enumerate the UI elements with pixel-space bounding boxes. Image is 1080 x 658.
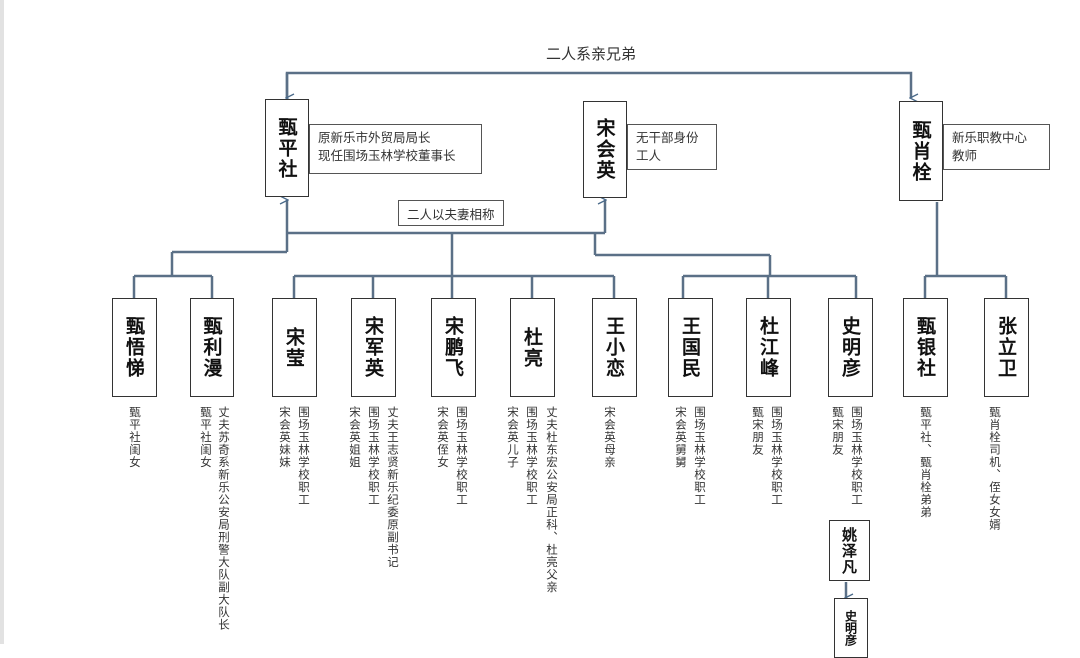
- page-edge: [0, 0, 4, 644]
- person-name: 甄肖栓: [909, 119, 932, 183]
- note: 围场玉林学校职工: [455, 406, 469, 506]
- note: 甄平社闺女: [199, 406, 213, 469]
- note: 甄平社、甄肖栓弟弟: [919, 406, 933, 519]
- info-line: 无干部身份: [636, 130, 699, 145]
- note: 围场玉林学校职工: [297, 406, 311, 506]
- note: 丈夫杜东宏公安局正科、杜亮父亲: [545, 406, 559, 594]
- child-box: 张立卫: [984, 298, 1029, 397]
- connector-lines: [132, 71, 1008, 644]
- child-name: 甄利漫: [200, 316, 223, 379]
- child-name: 宋鹏飞: [442, 316, 464, 379]
- child-name: 甄银社: [914, 316, 936, 379]
- person-name: 宋会英: [593, 118, 616, 181]
- person-zhen-xiao-shuan: 甄肖栓: [899, 101, 943, 201]
- info-zhen-ping-she: 原新乐市外贸局局长 现任围场玉林学校董事长: [309, 124, 482, 174]
- note: 丈夫王志贤新乐纪委原副书记: [386, 406, 400, 569]
- child-name: 甄悟悌: [123, 316, 145, 379]
- child-box: 甄悟悌: [112, 298, 157, 397]
- child-box: 甄银社: [903, 298, 948, 397]
- info-song-hui-ying: 无干部身份 工人: [627, 124, 717, 170]
- note: 宋会英姐姐: [348, 406, 362, 469]
- child-name: 杜亮: [521, 326, 543, 369]
- child-box: 甄利漫: [190, 298, 234, 397]
- child-box: 史明彦: [828, 298, 873, 397]
- brothers-label: 二人系亲兄弟: [546, 45, 637, 63]
- child-name: 宋莹: [283, 326, 305, 369]
- note: 宋会英侄女: [436, 406, 450, 469]
- sub-name: 姚泽凡: [840, 526, 858, 575]
- note: 甄宋朋友: [751, 406, 765, 456]
- note: 围场玉林学校职工: [770, 406, 784, 506]
- sub-name: 史明彦: [843, 610, 858, 646]
- child-box: 宋鹏飞: [431, 298, 476, 397]
- child-name: 王国民: [679, 316, 701, 379]
- child-box: 宋军英: [351, 298, 396, 397]
- info-line: 新乐职教中心: [952, 130, 1028, 145]
- note: 甄平社闺女: [128, 406, 142, 469]
- child-name: 杜江峰: [757, 316, 779, 379]
- child-box: 宋莹: [272, 298, 317, 397]
- info-line: 现任围场玉林学校董事长: [318, 148, 456, 163]
- child-name: 宋军英: [362, 316, 384, 379]
- note: 宋会英妹妹: [278, 406, 292, 469]
- note: 宋会英母亲: [603, 406, 617, 469]
- note: 甄肖栓司机、侄女女婿: [988, 406, 1002, 531]
- note: 宋会英舅舅: [674, 406, 688, 469]
- person-song-hui-ying: 宋会英: [583, 101, 627, 198]
- sub-box-shi-ming-yan: 史明彦: [834, 598, 868, 658]
- info-line: 工人: [636, 148, 662, 163]
- note: 丈夫苏奇系新乐公安局刑警大队副大队长: [217, 406, 231, 631]
- person-name: 甄平社: [275, 116, 298, 180]
- child-box: 杜江峰: [746, 298, 791, 397]
- note: 围场玉林学校职工: [693, 406, 707, 506]
- note: 宋会英儿子: [506, 406, 520, 469]
- child-box: 王国民: [668, 298, 713, 397]
- info-line: 原新乐市外贸局局长: [318, 130, 431, 145]
- child-box: 王小恋: [592, 298, 637, 397]
- child-name: 史明彦: [839, 316, 861, 379]
- child-name: 王小恋: [603, 316, 625, 379]
- child-box: 杜亮: [510, 298, 555, 397]
- spouse-label: 二人以夫妻相称: [398, 200, 504, 226]
- info-zhen-xiao-shuan: 新乐职教中心 教师: [943, 124, 1050, 170]
- note: 围场玉林学校职工: [525, 406, 539, 506]
- person-zhen-ping-she: 甄平社: [265, 99, 309, 197]
- note: 围场玉林学校职工: [367, 406, 381, 506]
- note: 甄宋朋友: [831, 406, 845, 456]
- info-line: 教师: [952, 148, 978, 163]
- sub-box-yao-ze-fan: 姚泽凡: [829, 520, 870, 581]
- note: 围场玉林学校职工: [850, 406, 864, 506]
- child-name: 张立卫: [995, 316, 1017, 379]
